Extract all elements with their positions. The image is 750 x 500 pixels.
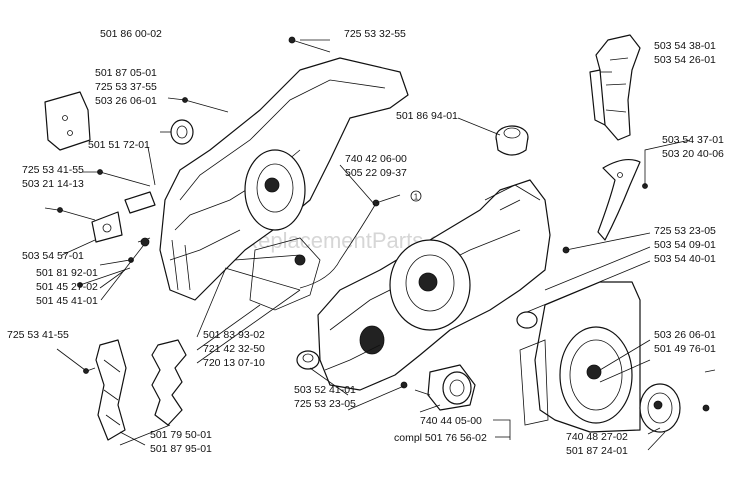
part-label: 740 44 05-00 xyxy=(420,415,482,427)
part-label: 501 45 41-01 xyxy=(36,295,98,307)
part-label: 501 45 27-02 xyxy=(36,281,98,293)
guide-plate-b xyxy=(151,339,187,426)
starter-pulley xyxy=(639,383,681,433)
part-label: 501 51 72-01 xyxy=(88,139,150,151)
part-label: 740 48 27-02 xyxy=(566,431,628,443)
starter-cover xyxy=(519,281,641,433)
crankcase-right-half xyxy=(317,179,551,391)
part-label: 501 81 92-01 xyxy=(36,267,98,279)
gasket xyxy=(249,237,321,311)
part-label: 501 87 05-01 xyxy=(95,67,157,79)
part-label: 503 26 06-01 xyxy=(95,95,157,107)
part-labels: 501 86 00-02 725 53 32-55 503 54 38-01 5… xyxy=(7,28,724,457)
part-label: 503 54 57-01 xyxy=(22,250,84,262)
part-label: 503 21 14-13 xyxy=(22,178,84,190)
spacer-nut xyxy=(296,311,538,370)
part-label: 501 49 76-01 xyxy=(654,343,716,355)
part-label: 503 54 26-01 xyxy=(654,54,716,66)
part-label: 501 79 50-01 xyxy=(150,429,212,441)
part-label: 725 53 23-05 xyxy=(294,398,356,410)
part-label: 503 54 37-01 xyxy=(662,134,724,146)
part-label: 503 54 40-01 xyxy=(654,253,716,265)
leader-lines xyxy=(44,39,716,451)
part-label: 720 13 07-10 xyxy=(203,357,265,369)
part-label: 725 53 41-55 xyxy=(7,329,69,341)
bracket-pad xyxy=(91,191,156,243)
fasteners xyxy=(57,36,710,412)
part-label: 503 52 41-01 xyxy=(294,384,356,396)
part-label: 725 53 37-55 xyxy=(95,81,157,93)
part-label: 725 53 41-55 xyxy=(22,164,84,176)
part-label: 501 87 24-01 xyxy=(566,445,628,457)
callout-marker-label: 1 xyxy=(414,193,419,202)
part-label: compl 501 76 56-02 xyxy=(394,432,487,444)
part-label: 503 20 40-06 xyxy=(662,148,724,160)
part-label: 501 86 00-02 xyxy=(100,28,162,40)
duct-part xyxy=(589,34,641,141)
tank-cap xyxy=(495,125,529,156)
part-label: 503 54 09-01 xyxy=(654,239,716,251)
part-label: 503 26 06-01 xyxy=(654,329,716,341)
part-label: 501 87 95-01 xyxy=(150,443,212,455)
part-label: 725 53 32-55 xyxy=(344,28,406,40)
part-label: 501 86 94-01 xyxy=(396,110,458,122)
handle-assembly xyxy=(414,364,476,411)
guide-plate-a xyxy=(95,339,127,441)
shield-plate xyxy=(44,91,91,151)
callout-marker: 1 xyxy=(410,190,422,202)
part-label: 503 54 38-01 xyxy=(654,40,716,52)
part-label: 740 42 06-00 xyxy=(345,153,407,165)
crankcase-left-half xyxy=(159,57,409,301)
part-label: 501 83 93-02 xyxy=(203,329,265,341)
curved-plate xyxy=(597,158,641,241)
part-label: 505 22 09-37 xyxy=(345,167,407,179)
seal-ring xyxy=(170,119,194,145)
part-label: 721 42 32-50 xyxy=(203,343,265,355)
part-label: 725 53 23-05 xyxy=(654,225,716,237)
